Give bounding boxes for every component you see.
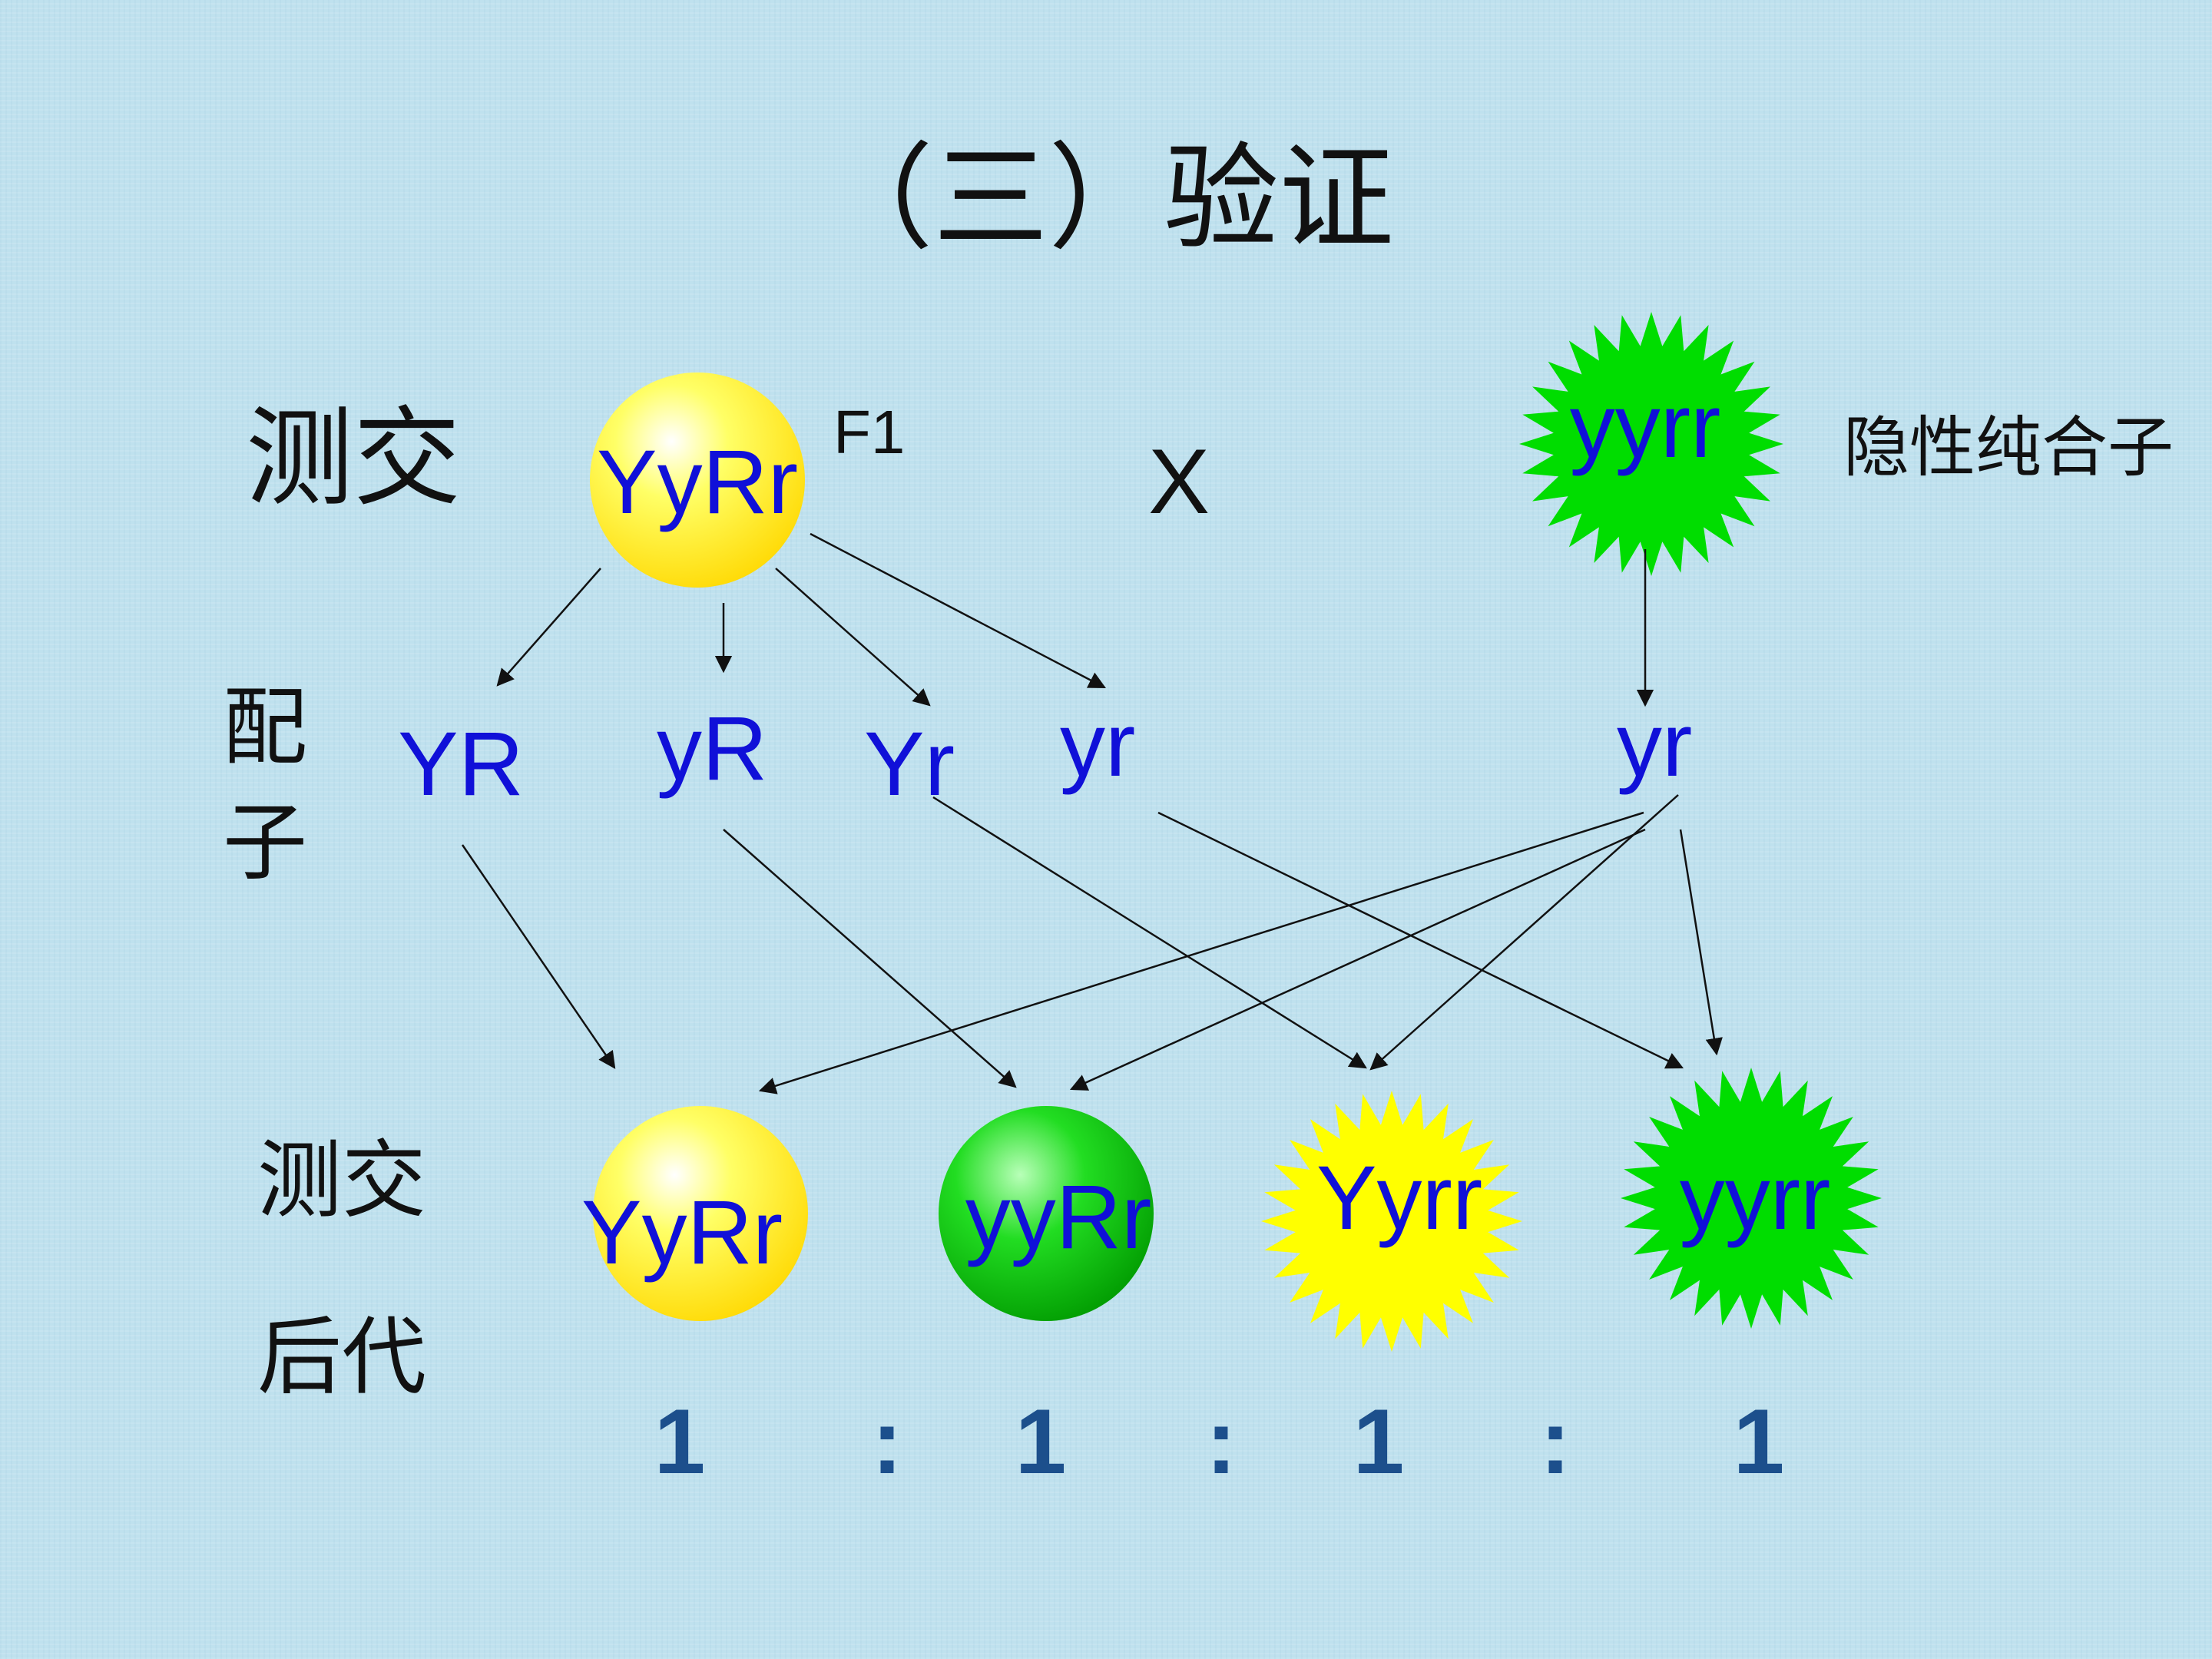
f1-label: F1 bbox=[833, 398, 905, 466]
gamete-yr: yr bbox=[1060, 694, 1135, 796]
arrow-recessive-to-offspring3 bbox=[1369, 794, 1679, 1071]
gametes-label-line2: 子 bbox=[223, 793, 307, 892]
arrow-recessive-to-offspring1 bbox=[758, 811, 1644, 1094]
arrow-yr-to-offspring4 bbox=[1157, 811, 1684, 1069]
offspring-label-line1: 测交 bbox=[257, 1131, 426, 1230]
arrow-yR-to-offspring2 bbox=[723, 829, 1017, 1088]
cross-symbol: X bbox=[1148, 430, 1210, 533]
gamete-yR: yR bbox=[657, 698, 767, 800]
ratio-value-4: 1 bbox=[1734, 1390, 1785, 1493]
gamete-YR: YR bbox=[398, 714, 524, 815]
ratio-separator-1: : bbox=[872, 1390, 902, 1493]
offspring-arrows bbox=[461, 794, 1723, 1094]
gamete-recessive-yr: yr bbox=[1617, 694, 1692, 796]
gametes-label-line1: 配 bbox=[223, 678, 307, 777]
arrow-recessive-to-offspring4 bbox=[1679, 829, 1723, 1056]
offspring-1-genotype: YyRr bbox=[581, 1182, 783, 1283]
arrow-Yr-to-offspring3 bbox=[932, 796, 1367, 1069]
ratio-row: 1 : 1 : 1 : 1 bbox=[654, 1390, 1785, 1493]
offspring-2-seed bbox=[939, 1106, 1154, 1321]
recessive-parent-seed bbox=[1519, 312, 1783, 576]
arrow-recessive-to-offspring2 bbox=[1069, 828, 1646, 1091]
f1-parent-genotype: YyRr bbox=[597, 432, 798, 533]
offspring-3-genotype: Yyrr bbox=[1316, 1147, 1482, 1249]
recessive-homozygote-label: 隐性纯合子 bbox=[1843, 409, 2174, 486]
arrow-YR-to-offspring1 bbox=[461, 844, 616, 1069]
testcross-label: 测交 bbox=[246, 396, 461, 522]
ratio-value-2: 1 bbox=[1015, 1390, 1067, 1493]
offspring-2-genotype: yyRr bbox=[965, 1167, 1152, 1268]
recessive-parent-genotype: yyrr bbox=[1570, 376, 1721, 477]
arrow-f1-to-YR bbox=[496, 568, 601, 687]
ratio-separator-2: : bbox=[1206, 1390, 1237, 1493]
f1-parent-seed bbox=[590, 373, 805, 588]
ratio-value-3: 1 bbox=[1353, 1390, 1405, 1493]
offspring-label-line2: 后代 bbox=[257, 1308, 426, 1406]
ratio-value-1: 1 bbox=[654, 1390, 706, 1493]
gamete-arrows bbox=[496, 532, 1654, 707]
offspring-1-seed bbox=[593, 1106, 808, 1321]
offspring-4-genotype: yyrr bbox=[1680, 1147, 1831, 1249]
ratio-separator-3: : bbox=[1540, 1390, 1571, 1493]
offspring-3-seed bbox=[1261, 1091, 1522, 1352]
gamete-Yr: Yr bbox=[864, 714, 955, 815]
page-title: （三）验证 bbox=[818, 132, 1394, 266]
offspring-4-seed bbox=[1621, 1068, 1882, 1329]
arrow-f1-to-Yr bbox=[775, 568, 931, 707]
arrow-f1-to-yr bbox=[810, 532, 1106, 689]
